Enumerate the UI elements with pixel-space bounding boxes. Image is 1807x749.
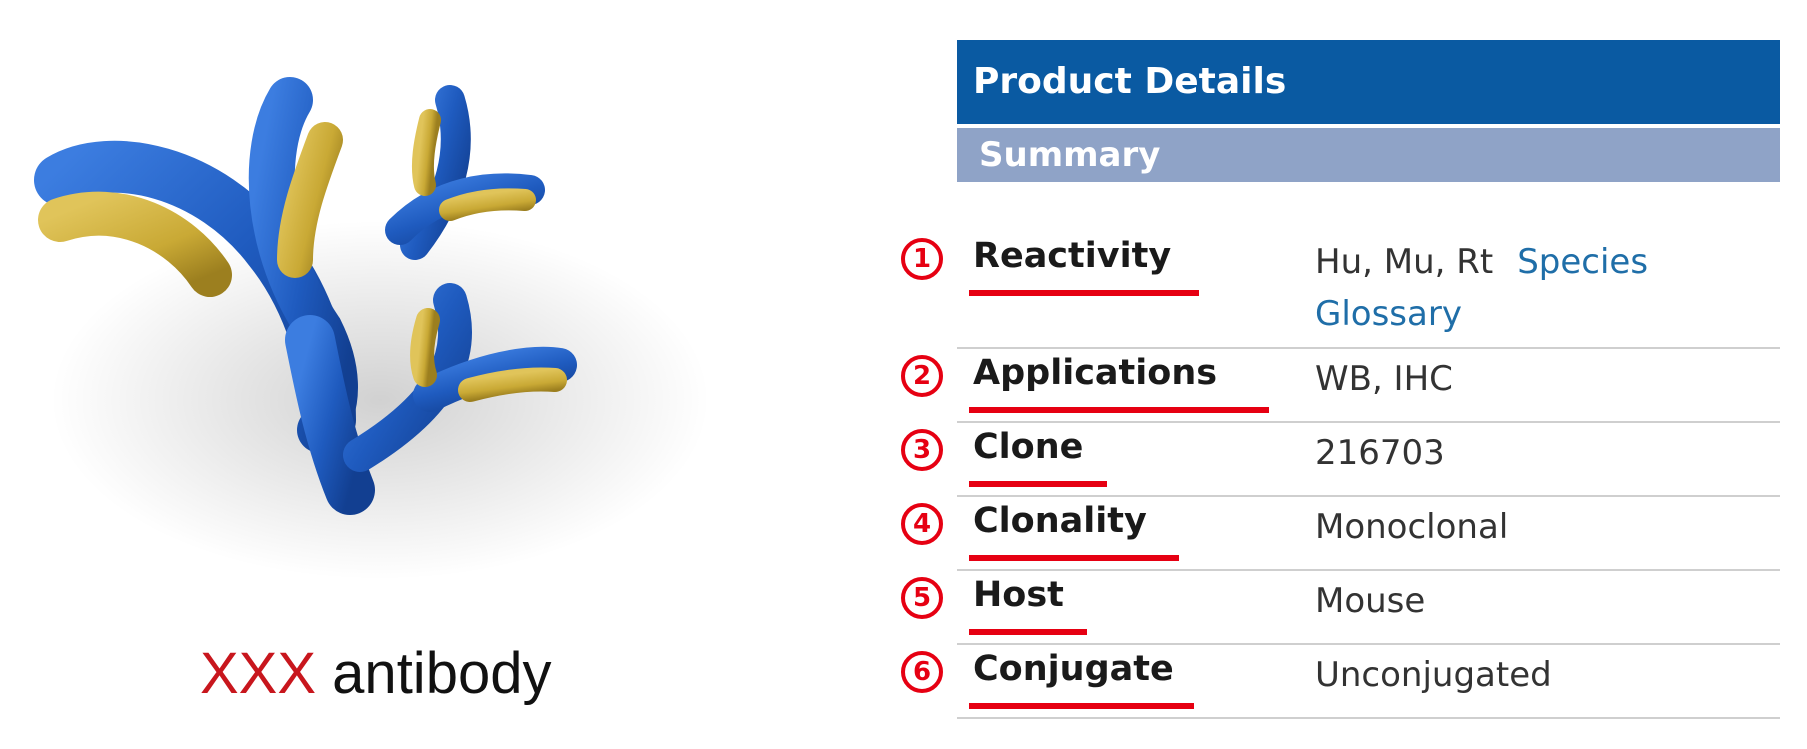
annotation-underline [969, 407, 1269, 413]
row-applications: 2 Applications WB, IHC [901, 349, 1780, 423]
row-label: Clone [973, 427, 1084, 467]
row-clone: 3 Clone 216703 [901, 423, 1780, 497]
annotation-number: 6 [901, 651, 943, 693]
row-value: 216703 [1315, 433, 1445, 473]
annotation-underline [969, 629, 1087, 635]
annotation-underline [969, 481, 1107, 487]
antibody-illustration [20, 70, 720, 590]
small-antibody-upper [385, 85, 545, 260]
annotation-underline [969, 555, 1179, 561]
annotation-number: 4 [901, 503, 943, 545]
annotation-number: 5 [901, 577, 943, 619]
row-host: 5 Host Mouse [901, 571, 1780, 645]
row-label: Applications [973, 353, 1218, 393]
annotation-underline [969, 290, 1199, 296]
row-conjugate: 6 Conjugate Unconjugated [901, 645, 1780, 719]
row-value: Mouse [1315, 581, 1426, 621]
reactivity-value: Hu, Mu, Rt [1315, 242, 1494, 282]
annotation-number: 3 [901, 429, 943, 471]
panel-subheader-summary: Summary [957, 128, 1780, 182]
row-value: WB, IHC [1315, 359, 1453, 399]
product-details-panel: Product Details Summary [957, 40, 1780, 182]
caption-highlight: XXX [200, 641, 317, 706]
panel-header: Product Details [957, 40, 1780, 124]
annotation-underline [969, 703, 1194, 709]
row-label: Host [973, 575, 1064, 615]
row-value: Monoclonal [1315, 507, 1509, 547]
large-antibody [34, 77, 375, 515]
antibody-caption: XXX antibody [200, 640, 600, 707]
row-label: Conjugate [973, 649, 1174, 689]
small-antibody-lower [343, 283, 577, 472]
row-label: Reactivity [973, 236, 1172, 276]
species-glossary-link[interactable]: Species Glossary [1315, 242, 1649, 334]
caption-rest: antibody [316, 641, 552, 706]
row-value: Unconjugated [1315, 655, 1552, 695]
row-label: Clonality [973, 501, 1147, 541]
annotation-number: 1 [901, 238, 943, 280]
row-clonality: 4 Clonality Monoclonal [901, 497, 1780, 571]
annotation-number: 2 [901, 355, 943, 397]
